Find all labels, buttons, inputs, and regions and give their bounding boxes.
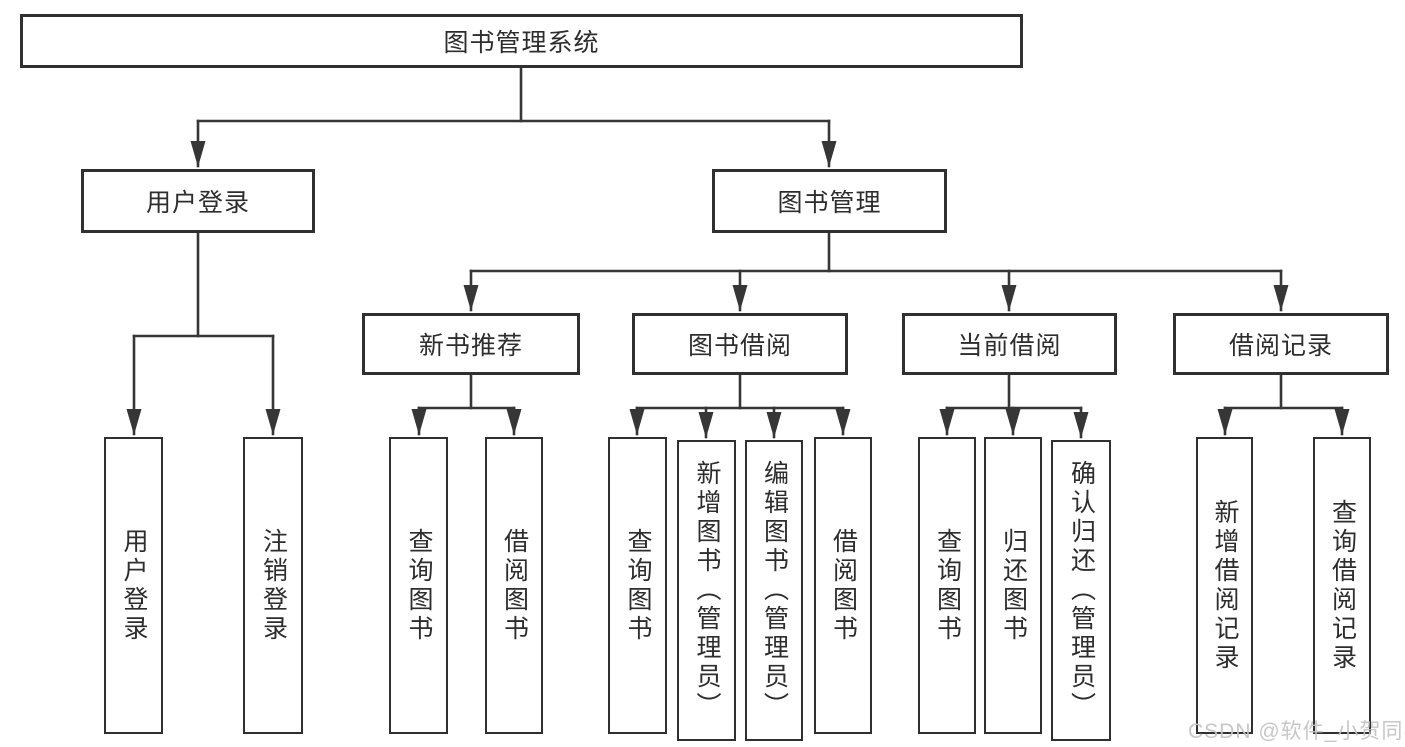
node-label: 新增借阅记录 — [1211, 498, 1239, 673]
node-label: 借阅记录 — [1228, 332, 1333, 360]
leaf-add-borrow-record: 新增借阅记录 — [1196, 437, 1253, 734]
csdn-watermark: CSDN @软件_小贺同学 — [1188, 720, 1405, 743]
node-current-borrowing: 当前借阅 — [902, 313, 1117, 375]
node-label: 借阅图书 — [829, 527, 858, 644]
leaf-user-login: 用户登录 — [104, 437, 163, 734]
node-label: 图书借阅 — [687, 332, 792, 360]
leaf-return-books: 归还图书 — [984, 437, 1042, 734]
node-label: 查询图书 — [405, 527, 433, 644]
node-book-management: 图书管理 — [712, 169, 947, 233]
leaf-borrow-books-recommend: 借阅图书 — [485, 437, 543, 734]
node-book-borrowing: 图书借阅 — [632, 313, 848, 375]
node-label: 新增图书（管理员） — [693, 460, 721, 721]
node-label: 注销登录 — [259, 527, 288, 644]
leaf-query-books-recommend: 查询图书 — [389, 437, 448, 734]
node-label: 当前借阅 — [957, 332, 1062, 360]
leaf-confirm-return-admin: 确认归还（管理员） — [1051, 440, 1111, 741]
node-label: 图书管理系统 — [443, 29, 600, 57]
node-label: 查询图书 — [933, 527, 962, 644]
node-borrowing-records: 借阅记录 — [1173, 313, 1389, 375]
node-label: 确认归还（管理员） — [1067, 460, 1096, 721]
node-label: 用户登录 — [120, 527, 148, 644]
leaf-query-books-current: 查询图书 — [918, 437, 976, 734]
node-label: 归还图书 — [999, 527, 1028, 644]
leaf-edit-book-admin: 编辑图书（管理员） — [745, 440, 803, 741]
node-label: 借阅图书 — [500, 527, 529, 644]
leaf-logout: 注销登录 — [243, 437, 303, 734]
leaf-add-book-admin: 新增图书（管理员） — [677, 440, 736, 741]
node-new-book-recommendation: 新书推荐 — [362, 313, 580, 375]
node-label: 查询图书 — [624, 527, 652, 644]
node-label: 查询借阅记录 — [1328, 498, 1357, 673]
leaf-query-borrow-record: 查询借阅记录 — [1313, 437, 1371, 734]
leaf-borrow-books-borrowing: 借阅图书 — [814, 437, 872, 734]
node-label: 新书推荐 — [418, 332, 523, 360]
node-label: 编辑图书（管理员） — [760, 460, 789, 721]
node-library-management-system: 图书管理系统 — [20, 14, 1023, 68]
leaf-query-books-borrowing: 查询图书 — [608, 437, 667, 734]
node-label: 用户登录 — [145, 189, 250, 217]
node-label: 图书管理 — [777, 189, 882, 217]
node-user-login: 用户登录 — [81, 169, 315, 233]
